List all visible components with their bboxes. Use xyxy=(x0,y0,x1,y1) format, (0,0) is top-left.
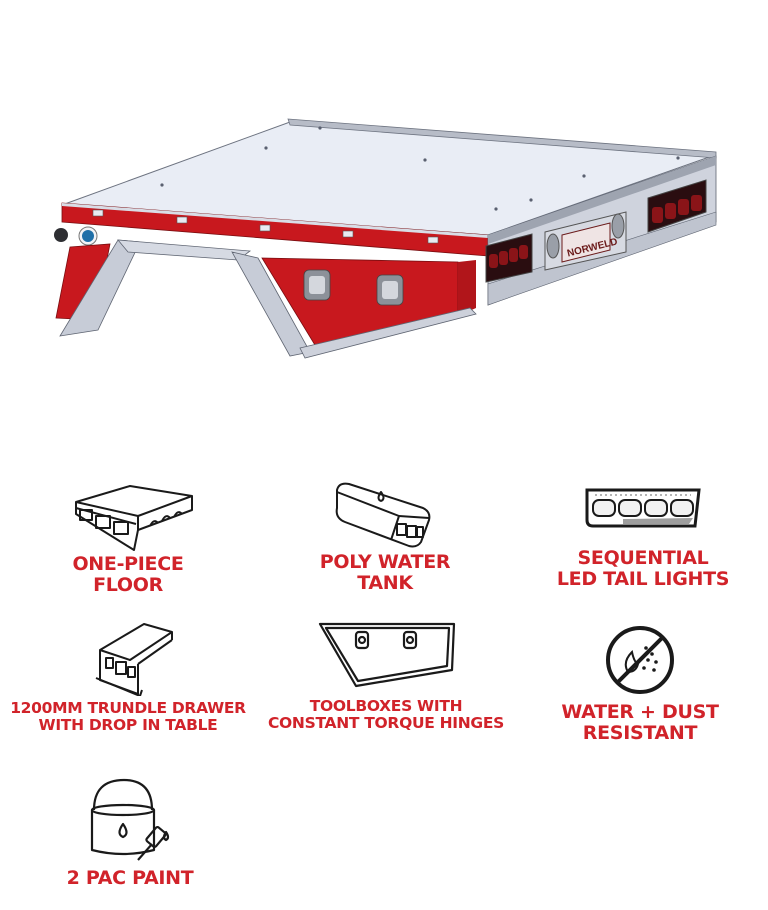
water-tank-icon xyxy=(335,482,431,548)
drawer-icon xyxy=(95,623,173,696)
tail-lights-icon xyxy=(585,488,701,528)
floor-icon xyxy=(75,485,193,551)
paint-bucket-icon xyxy=(90,778,170,861)
toolbox-icon xyxy=(318,622,456,688)
water-dust-icon xyxy=(606,626,674,694)
feature-2-pac-paint: 2 PAC PAINT xyxy=(40,776,220,889)
feature-label: 2 PAC PAINT xyxy=(66,867,194,889)
tray-render-image: NORWELD xyxy=(54,118,717,359)
